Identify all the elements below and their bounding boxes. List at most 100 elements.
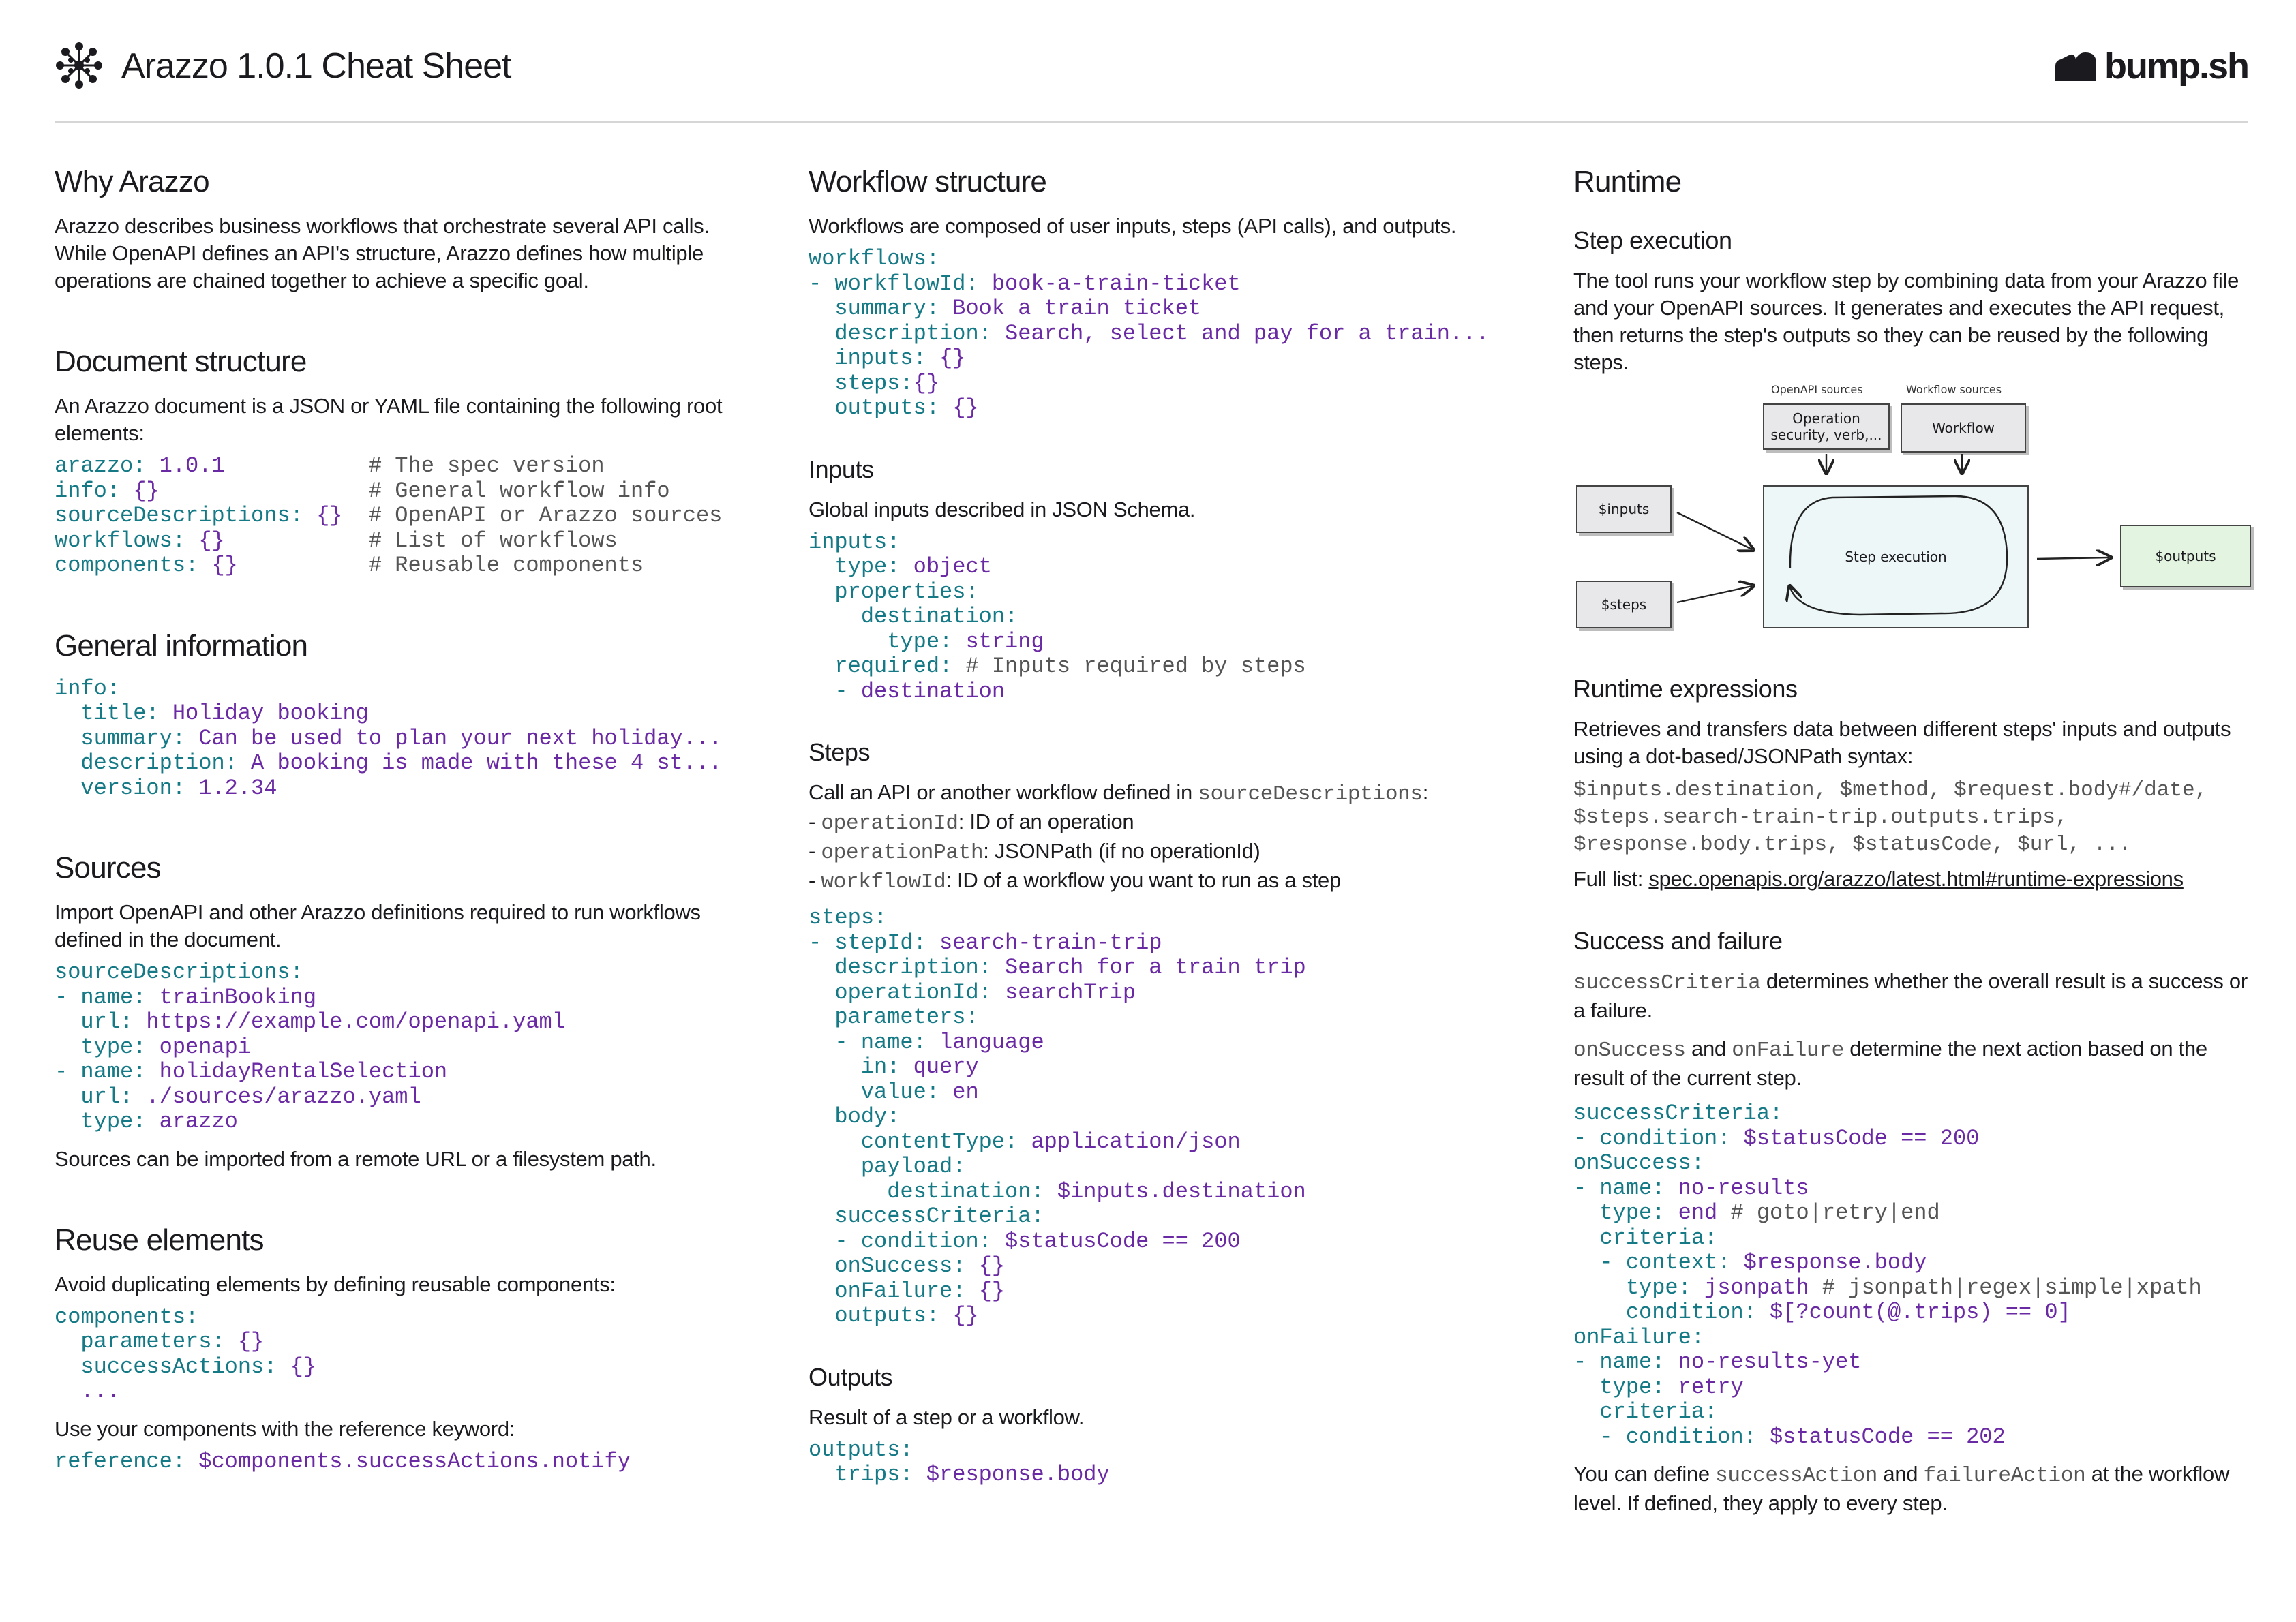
step-execution-label: Step execution (1845, 549, 1947, 565)
code-value: {} (277, 1353, 317, 1379)
code-line: criteria: (1573, 1225, 1717, 1251)
code-indent (809, 346, 834, 371)
code-line: - condition: $statusCode == 202 (1573, 1424, 2005, 1450)
code-value: $inputs.destination (1044, 1178, 1306, 1204)
code-line: - condition: $statusCode == 200 (1573, 1126, 1979, 1151)
code-value: Can be used to plan your next holiday... (185, 725, 723, 751)
code-line: description: Search, select and pay for … (809, 321, 1489, 346)
code-line: payload: (809, 1154, 966, 1179)
code-line: sourceDescriptions: (55, 960, 303, 985)
section-heading: Document structure (55, 345, 307, 378)
code-indent (1573, 1375, 1599, 1400)
code-line: - destination (809, 679, 1005, 704)
code-key: name: (860, 1029, 926, 1055)
code-value: $[?count(@.trips) == 0] (1756, 1300, 2071, 1325)
code-line: - name: holidayRentalSelection (55, 1059, 447, 1084)
code-line: value: en (809, 1080, 979, 1105)
code-indent (809, 1279, 834, 1304)
code-indent (55, 1354, 80, 1379)
code-key: summary: (80, 725, 186, 751)
code-indent (809, 579, 834, 605)
bullet-text: : JSONPath (if no operationId) (983, 839, 1260, 863)
code-line: - stepId: search-train-trip (809, 930, 1162, 955)
code-key: summary: (834, 296, 940, 321)
code-key: type: (1599, 1374, 1665, 1400)
code-block: reference: $components.successActions.no… (55, 1448, 736, 1475)
code-indent (809, 371, 834, 396)
code-line: workflows: (809, 246, 939, 271)
code-block: arazzo: 1.0.1 # The spec version info: {… (55, 453, 736, 579)
paragraph-text: and (1877, 1462, 1924, 1486)
code-indent (55, 1109, 80, 1134)
code-indent: - (809, 271, 835, 296)
code-value: book-a-train-ticket (978, 271, 1241, 296)
code-key: type: (1599, 1200, 1665, 1225)
code-line: - name: no-results-yet (1573, 1349, 1861, 1375)
code-key: reference: (55, 1448, 186, 1474)
section-text: You can define successAction and failure… (1573, 1460, 2255, 1517)
runtime-expressions-link[interactable]: spec.openapis.org/arazzo/latest.html#run… (1648, 867, 2184, 891)
code-key: steps: (834, 370, 913, 396)
inline-code: successAction (1715, 1464, 1878, 1488)
code-block: workflows: - workflowId: book-a-train-ti… (809, 246, 1524, 421)
code-indent (55, 1084, 80, 1110)
code-line: url: https://example.com/openapi.yaml (55, 1009, 565, 1035)
code-line: contentType: application/json (809, 1129, 1241, 1154)
code-key: description: (80, 750, 238, 776)
operation-box: Operation security, verb,... (1763, 403, 1890, 450)
section-heading: Reuse elements (55, 1223, 265, 1257)
subsection-heading: Steps (809, 738, 871, 766)
code-key: value: (860, 1079, 940, 1105)
code-key: inputs: (809, 529, 901, 555)
inline-code: sourceDescriptions (1198, 782, 1423, 806)
code-indent (809, 1080, 861, 1105)
code-block: successCriteria: - condition: $statusCod… (1573, 1101, 2255, 1450)
brand[interactable]: bump.sh (2055, 40, 2250, 93)
code-key: successCriteria: (1573, 1101, 1783, 1126)
code-key: description: (834, 955, 992, 980)
section-heading: Why Arazzo (55, 165, 210, 198)
code-key: workflowId: (834, 271, 979, 296)
step-execution-diagram: OpenAPI sources Workflow sources Operati… (1573, 383, 2255, 649)
section-inputs: Inputs Global inputs described in JSON S… (809, 454, 1524, 705)
code-line: type: end # goto|retry|end (1573, 1200, 1939, 1225)
code-line: components: (55, 1304, 198, 1330)
code-key: condition: (1625, 1424, 1757, 1450)
code-value: {} (198, 553, 238, 578)
code-value: end (1665, 1200, 1718, 1225)
code-key: info: (55, 478, 121, 504)
code-key: outputs: (809, 1437, 913, 1463)
code-indent (809, 1253, 834, 1279)
code-line: type: retry (1573, 1374, 1743, 1400)
code-indent: - (1573, 1349, 1600, 1375)
code-line: successCriteria: (809, 1204, 1044, 1229)
code-line: arazzo: 1.0.1 # The spec version (55, 453, 605, 478)
code-value: ... (80, 1379, 121, 1404)
code-line: successActions: {} (55, 1354, 316, 1379)
section-runtime-expressions: Runtime expressions Retrieves and transf… (1573, 673, 2255, 893)
code-comment: # OpenAPI or Arazzo sources (368, 503, 723, 528)
code-block: info: title: Holiday booking summary: Ca… (55, 676, 736, 801)
code-indent (809, 1303, 834, 1328)
subsection-heading: Step execution (1573, 226, 1732, 254)
code-indent (55, 750, 80, 776)
code-indent: - (1573, 1175, 1600, 1201)
code-line: outputs: {} (809, 1303, 978, 1328)
section-text: The tool runs your workflow step by comb… (1573, 269, 2239, 374)
section-text: Call an API or another workflow defined … (809, 779, 1524, 808)
subsection-heading: Runtime expressions (1573, 675, 1798, 703)
brand-name: bump.sh (2104, 46, 2250, 87)
code-key: criteria: (1599, 1225, 1718, 1251)
column-middle: Workflow structure Workflows are compose… (809, 164, 1524, 1520)
code-key: type: (1625, 1274, 1691, 1300)
code-line: url: ./sources/arazzo.yaml (55, 1084, 421, 1110)
code-key: onFailure: (834, 1278, 966, 1304)
code-line: workflows: {} # List of workflows (55, 528, 618, 553)
section-heading: General information (55, 628, 308, 662)
code-line: version: 1.2.34 (55, 776, 277, 801)
code-line: title: Holiday booking (55, 701, 368, 726)
code-value: holidayRentalSelection (146, 1059, 448, 1084)
code-key: components: (55, 553, 199, 578)
code-indent: - (1573, 1424, 1626, 1450)
code-key: destination: (860, 604, 1018, 629)
